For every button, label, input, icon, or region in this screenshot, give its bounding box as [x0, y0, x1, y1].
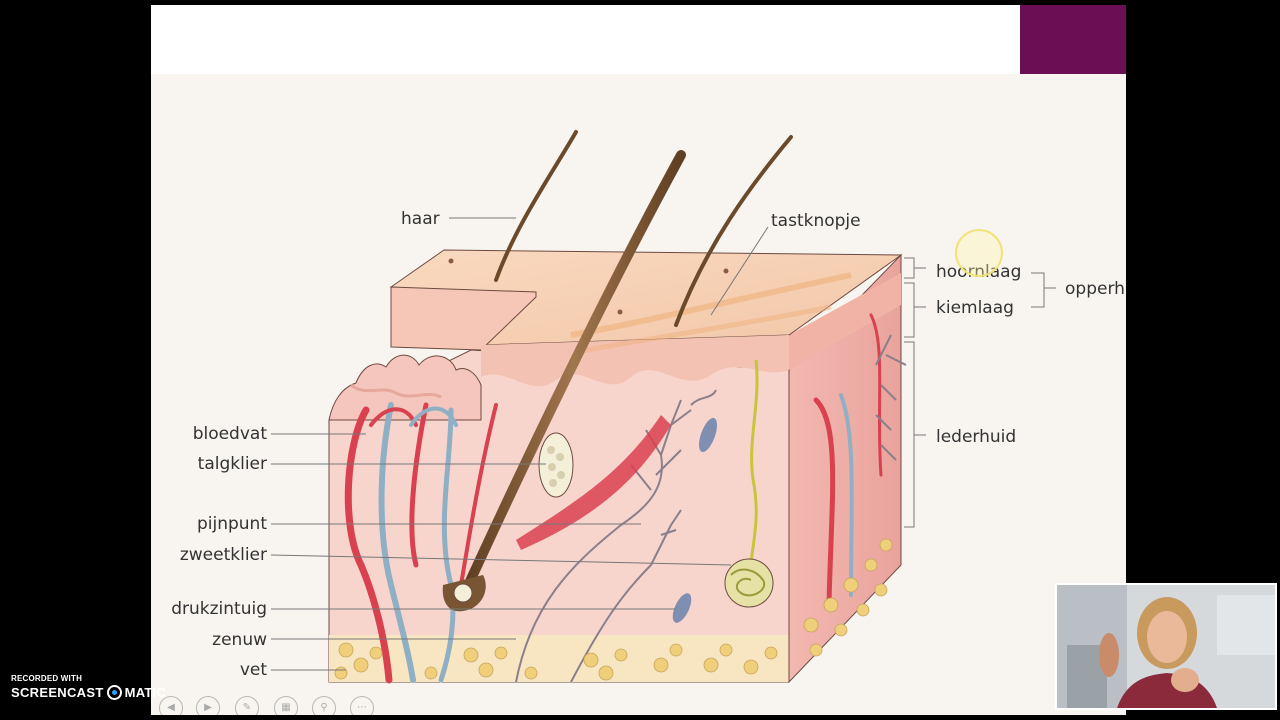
screencast-text: SCREENCAST [11, 685, 104, 700]
epidermis-top-surface [389, 249, 903, 387]
label-tastknopje: tastknopje [771, 211, 861, 231]
sebaceous-gland [538, 432, 574, 498]
slide: haar tastknopje hoornlaag kiemlaag opper… [151, 5, 1126, 715]
slide-accent-bar [1020, 5, 1126, 74]
label-vet: vet [240, 660, 268, 680]
zoom-icon[interactable]: ⚲ [312, 696, 336, 715]
screencast-o-matic-watermark: RECORDED WITH SCREENCAST MATIC [11, 674, 166, 700]
slides-icon[interactable]: ▦ [274, 696, 298, 715]
matic-text: MATIC [124, 685, 167, 700]
label-kiemlaag: kiemlaag [936, 298, 1014, 318]
more-icon[interactable]: ⋯ [350, 696, 374, 715]
label-zenuw: zenuw [212, 630, 267, 650]
label-opperhuid: opperh [1065, 279, 1125, 299]
hairs [442, 130, 793, 612]
slide-header [151, 5, 1020, 74]
label-talgklier: talgklier [198, 454, 267, 474]
right-side-face [788, 253, 902, 684]
recorded-with-text: RECORDED WITH [11, 674, 83, 683]
blood-vessels [344, 313, 883, 684]
prev-icon[interactable]: ◀ [159, 696, 183, 715]
webcam-overlay [1055, 583, 1277, 710]
play-icon[interactable]: ▶ [196, 696, 220, 715]
label-pijnpunt: pijnpunt [197, 514, 267, 534]
leader-lines [270, 217, 1056, 671]
label-bloedvat: bloedvat [193, 424, 268, 444]
label-drukzintuig: drukzintuig [171, 599, 267, 619]
label-haar: haar [401, 209, 440, 229]
dermal-papillae [328, 354, 482, 421]
skin-cross-section-diagram: haar tastknopje hoornlaag kiemlaag opper… [171, 130, 1125, 684]
cursor-highlight [955, 229, 1003, 277]
webcam-presenter-image [1057, 585, 1275, 708]
sweat-gland [724, 359, 774, 608]
receptors [672, 417, 718, 623]
arrector-muscle [516, 415, 671, 550]
record-icon [106, 685, 122, 700]
label-zweetklier: zweetklier [180, 545, 267, 565]
label-lederhuid: lederhuid [936, 427, 1016, 447]
pen-icon[interactable]: ✎ [235, 696, 259, 715]
fat-cells [334, 538, 893, 681]
